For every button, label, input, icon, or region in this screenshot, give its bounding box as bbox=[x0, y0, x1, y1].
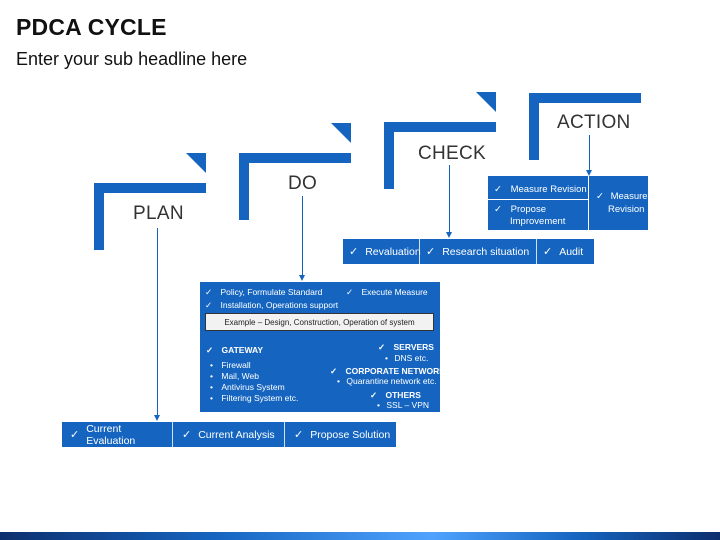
plan-item: ✓ Current Analysis bbox=[182, 422, 284, 447]
check-icon: ✓ bbox=[206, 345, 214, 355]
check-item: ✓ Research situation bbox=[426, 239, 536, 264]
do-item-label: Execute Measure bbox=[361, 287, 428, 297]
corporate-item-label: Quarantine network etc. bbox=[346, 376, 437, 386]
gateway-list-item: • Antivirus System bbox=[210, 382, 285, 392]
action-connector-line bbox=[589, 135, 590, 170]
check-item: ✓ Audit bbox=[543, 239, 593, 264]
do-box: ✓ Policy, Formulate Standard ✓ Execute M… bbox=[200, 282, 445, 412]
check-label: CHECK bbox=[418, 143, 487, 164]
gateway-item-label: Mail, Web bbox=[221, 371, 259, 381]
gateway-item-label: Antivirus System bbox=[221, 382, 285, 392]
others-list-item: • SSL – VPN bbox=[377, 400, 429, 410]
action-item-label-line2: Revision bbox=[608, 204, 645, 215]
check-icon: ✓ bbox=[294, 429, 304, 441]
corporate-heading: ✓ CORPORATE NETWORK bbox=[330, 366, 445, 377]
plan-box: ✓ Current Evaluation ✓ Current Analysis … bbox=[62, 422, 396, 447]
check-icon: ✓ bbox=[494, 184, 502, 195]
check-icon: ✓ bbox=[205, 300, 213, 310]
plan-item-label: Current Evaluation bbox=[86, 422, 136, 447]
check-divider bbox=[536, 239, 537, 264]
check-box: ✓ Revaluation ✓ Research situation ✓ Aud… bbox=[343, 239, 594, 264]
bullet-icon: • bbox=[385, 353, 388, 363]
bullet-icon: • bbox=[210, 360, 213, 370]
action-item-label: Measure bbox=[610, 191, 648, 202]
servers-heading: ✓ SERVERS bbox=[378, 342, 434, 353]
check-icon: ✓ bbox=[378, 342, 386, 352]
do-item-label: Installation, Operations support bbox=[220, 300, 339, 310]
example-box: Example – Design, Construction, Operatio… bbox=[205, 313, 434, 331]
servers-list-item: • DNS etc. bbox=[385, 353, 428, 363]
action-divider bbox=[488, 199, 588, 200]
gateway-item-label: Filtering System etc. bbox=[221, 393, 299, 403]
plan-divider bbox=[172, 422, 173, 447]
check-icon: ✓ bbox=[346, 287, 354, 297]
action-item-label: Measure Revision bbox=[510, 184, 587, 195]
check-item-label: Revaluation bbox=[365, 245, 421, 258]
plan-item-label: Propose Solution bbox=[310, 428, 391, 441]
servers-item-label: DNS etc. bbox=[394, 353, 429, 363]
check-icon: ✓ bbox=[596, 191, 604, 202]
check-connector-line bbox=[449, 165, 450, 233]
plan-item: ✓ Current Evaluation bbox=[70, 422, 172, 447]
plan-divider bbox=[284, 422, 285, 447]
action-item: ✓ Measure bbox=[596, 191, 648, 202]
bullet-icon: • bbox=[210, 382, 213, 392]
plan-arrowhead bbox=[154, 415, 160, 421]
bullet-icon: • bbox=[210, 393, 213, 403]
action-item: ✓ Measure Revision bbox=[494, 184, 587, 195]
check-icon: ✓ bbox=[543, 246, 553, 258]
check-divider bbox=[419, 239, 420, 264]
corporate-list-item: • Quarantine network etc. bbox=[337, 376, 437, 386]
servers-title: SERVERS bbox=[393, 342, 434, 352]
check-icon: ✓ bbox=[370, 390, 378, 400]
action-label: ACTION bbox=[557, 112, 631, 133]
others-heading: ✓ OTHERS bbox=[370, 390, 421, 401]
check-icon: ✓ bbox=[426, 246, 436, 258]
page-subtitle: Enter your sub headline here bbox=[16, 49, 248, 69]
page-title: PDCA CYCLE bbox=[16, 14, 167, 40]
plan-connector-line bbox=[157, 228, 158, 416]
do-item: ✓ Installation, Operations support bbox=[205, 300, 338, 311]
gateway-list-item: • Firewall bbox=[210, 360, 251, 370]
plan-label: PLAN bbox=[133, 203, 184, 224]
gateway-list-item: • Mail, Web bbox=[210, 371, 259, 381]
do-label: DO bbox=[288, 173, 318, 194]
others-title: OTHERS bbox=[385, 390, 421, 400]
action-arrowhead bbox=[586, 170, 592, 176]
check-item-label: Audit bbox=[559, 245, 584, 258]
check-icon: ✓ bbox=[182, 429, 192, 441]
check-icon: ✓ bbox=[330, 366, 338, 376]
do-item: ✓ Policy, Formulate Standard bbox=[205, 287, 322, 298]
gateway-list-item: • Filtering System etc. bbox=[210, 393, 298, 403]
corporate-title: CORPORATE NETWORK bbox=[345, 366, 446, 376]
do-connector-line bbox=[302, 196, 303, 275]
do-item-label: Policy, Formulate Standard bbox=[220, 287, 323, 297]
gateway-title: GATEWAY bbox=[221, 345, 264, 355]
action-divider bbox=[588, 176, 589, 230]
check-icon: ✓ bbox=[494, 204, 502, 215]
bullet-icon: • bbox=[210, 371, 213, 381]
gateway-item-label: Firewall bbox=[221, 360, 251, 370]
action-item: ✓ Propose bbox=[494, 204, 546, 215]
bullet-icon: • bbox=[377, 400, 380, 410]
check-icon: ✓ bbox=[70, 429, 80, 441]
check-arrowhead bbox=[446, 232, 452, 238]
gateway-heading: ✓ GATEWAY bbox=[206, 345, 263, 356]
plan-item-label: Current Analysis bbox=[198, 428, 275, 441]
do-arrowhead bbox=[299, 275, 305, 281]
check-item: ✓ Revaluation bbox=[349, 239, 421, 264]
check-icon: ✓ bbox=[205, 287, 213, 297]
check-item-label: Research situation bbox=[442, 245, 530, 258]
action-item-label-line2: Improvement bbox=[510, 216, 566, 227]
footer-gradient-bar bbox=[0, 532, 720, 540]
do-item: ✓ Execute Measure bbox=[346, 287, 428, 298]
others-item-label: SSL – VPN bbox=[386, 400, 430, 410]
check-icon: ✓ bbox=[349, 246, 359, 258]
bullet-icon: • bbox=[337, 376, 340, 386]
action-item-label: Propose bbox=[510, 204, 546, 215]
plan-item: ✓ Propose Solution bbox=[294, 422, 394, 447]
action-box: ✓ Measure Revision ✓ Propose Improvement… bbox=[488, 176, 648, 230]
